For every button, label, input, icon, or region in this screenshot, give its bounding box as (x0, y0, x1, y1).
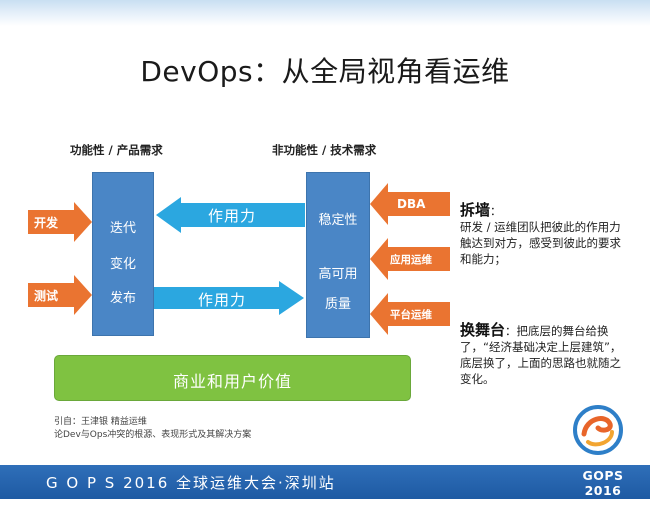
iteration-box-line: 迭代 (109, 221, 136, 236)
label-test: 测试 (34, 289, 59, 303)
top-gradient-band (0, 0, 650, 26)
stability-box-line: 高可用 (318, 267, 358, 282)
arrow-force-to-right (154, 281, 304, 315)
note-title: 换舞台 (460, 321, 506, 339)
note-title: 拆墙 (460, 201, 491, 219)
iteration-box: 迭代 变化 发布 (92, 172, 154, 336)
stability-box-line: 稳定性 (318, 213, 358, 228)
label-dba: DBA (397, 197, 426, 211)
citation: 引自：王津银 精益运维 论Dev与Ops冲突的根源、表现形式及其解决方案 (54, 416, 251, 442)
footer-brand-name: GOPS 2016 (582, 468, 624, 498)
note-body: 研发 / 运维团队把彼此的作用力触达到对方，感受到彼此的要求和能力； (460, 220, 621, 266)
header-functional: 功能性 / 产品需求 (70, 143, 163, 157)
slide-title: DevOps：从全局视角看运维 (140, 55, 510, 88)
label-force-to-left: 作用力 (208, 207, 257, 225)
note-separator: ： (490, 204, 502, 218)
stability-box-line: 质量 (324, 297, 351, 312)
business-value-text: 商业和用户价值 (172, 372, 292, 391)
note-body: 把底层的舞台给换了，“经济基础决定上层建筑”，底层换了，上面的思路也就随之变化。 (460, 324, 622, 386)
stability-box: 稳定性 高可用 质量 (306, 172, 370, 338)
arrow-dev (28, 202, 92, 242)
citation-line: 论Dev与Ops冲突的根源、表现形式及其解决方案 (54, 430, 252, 440)
arrow-test (28, 275, 92, 315)
arrow-app-ops (370, 238, 450, 280)
footer-bar: G O P S 2016 全球运维大会·深圳站 GOPS 2016 Shenzh… (0, 465, 650, 507)
header-nonfunctional: 非功能性 / 技术需求 (272, 143, 377, 157)
footer-brand-city: Shenzhen (583, 498, 623, 507)
gops-swirl-logo-icon (573, 405, 623, 455)
iteration-box-line: 变化 (109, 257, 136, 272)
label-force-to-right: 作用力 (198, 291, 247, 309)
arrow-dba (370, 183, 450, 225)
footer-brand: GOPS 2016 Shenzhen (566, 468, 640, 508)
footer-event-title: G O P S 2016 全球运维大会·深圳站 (46, 474, 336, 492)
label-dev: 开发 (34, 216, 59, 230)
iteration-box-line: 发布 (109, 291, 136, 306)
note-separator: ： (505, 324, 517, 338)
label-app-ops: 应用运维 (390, 254, 432, 266)
business-value-bar: 商业和用户价值 (54, 355, 411, 401)
arrow-platform-ops (370, 293, 450, 335)
citation-line: 引自：王津银 精益运维 (54, 417, 147, 427)
label-platform-ops: 平台运维 (390, 309, 432, 321)
arrow-force-to-left (156, 197, 305, 233)
note-break-wall: 拆墙： 研发 / 运维团队把彼此的作用力触达到对方，感受到彼此的要求和能力； (460, 202, 632, 267)
note-change-stage: 换舞台：把底层的舞台给换了，“经济基础决定上层建筑”，底层换了，上面的思路也就随… (460, 322, 632, 387)
